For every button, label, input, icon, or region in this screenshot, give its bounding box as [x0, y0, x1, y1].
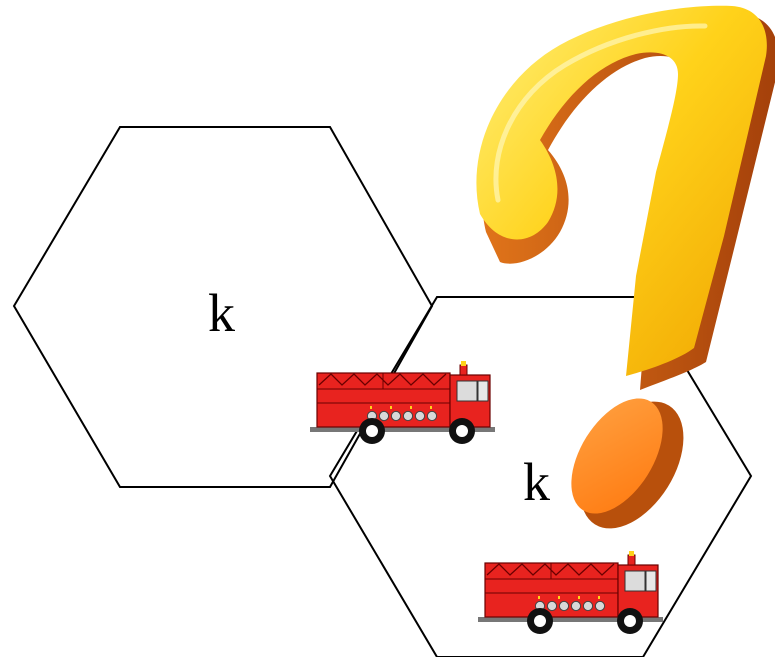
cell-a-label: k [208, 283, 235, 343]
fire-truck-icon [477, 550, 664, 635]
question-mark-icon [476, 5, 775, 529]
hexagon-cell-b [328, 296, 753, 657]
fire-truck-icon [309, 360, 496, 445]
cell-b-label: k [523, 452, 550, 512]
